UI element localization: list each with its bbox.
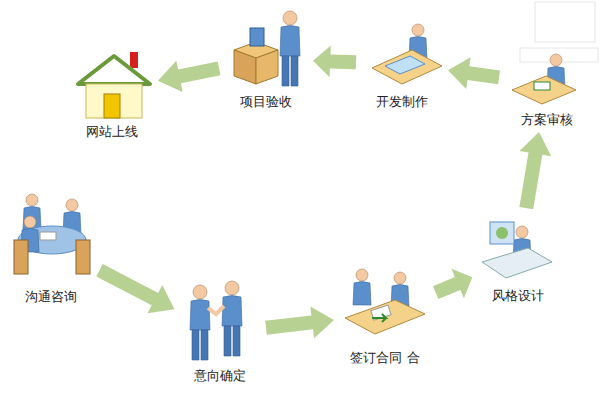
- process-step: 项目验收: [223, 8, 309, 110]
- process-step: 方案审核: [503, 40, 591, 128]
- step-label: 风格设计: [476, 288, 560, 304]
- developer-figure: [372, 24, 442, 84]
- house-icon: [78, 52, 150, 118]
- flow-arrow: [519, 132, 551, 209]
- contract-figure: [345, 269, 425, 334]
- step-label: 方案审核: [503, 112, 591, 128]
- process-step: 意向确定: [178, 282, 262, 384]
- designer-figure: [482, 222, 552, 278]
- step-label: 项目验收: [223, 94, 309, 110]
- step-label: 网站上线: [70, 124, 154, 140]
- process-step: 风格设计: [476, 212, 560, 304]
- flow-arrow: [265, 307, 334, 339]
- flow-arrow: [313, 45, 356, 77]
- flow-arrow: [158, 61, 221, 92]
- step-label: 意向确定: [178, 368, 262, 384]
- meeting-figure: [14, 194, 90, 274]
- process-step: 开发制作: [360, 18, 444, 110]
- step-label: 沟通咨询: [6, 289, 96, 305]
- process-step: 沟通咨询: [6, 185, 96, 305]
- step-label: 开发制作: [360, 94, 444, 110]
- flow-arrow: [433, 269, 472, 299]
- flow-arrow: [448, 57, 500, 89]
- process-step: 网站上线: [70, 40, 154, 140]
- computer-sketch: [520, 2, 598, 62]
- handshake-figure: [190, 281, 242, 360]
- flow-arrow: [96, 264, 174, 313]
- step-label: 签订合同 合: [338, 350, 432, 366]
- acceptance-figure: [234, 11, 300, 86]
- process-step: 签订合同 合: [338, 262, 432, 366]
- reviewer-figure: [512, 54, 576, 104]
